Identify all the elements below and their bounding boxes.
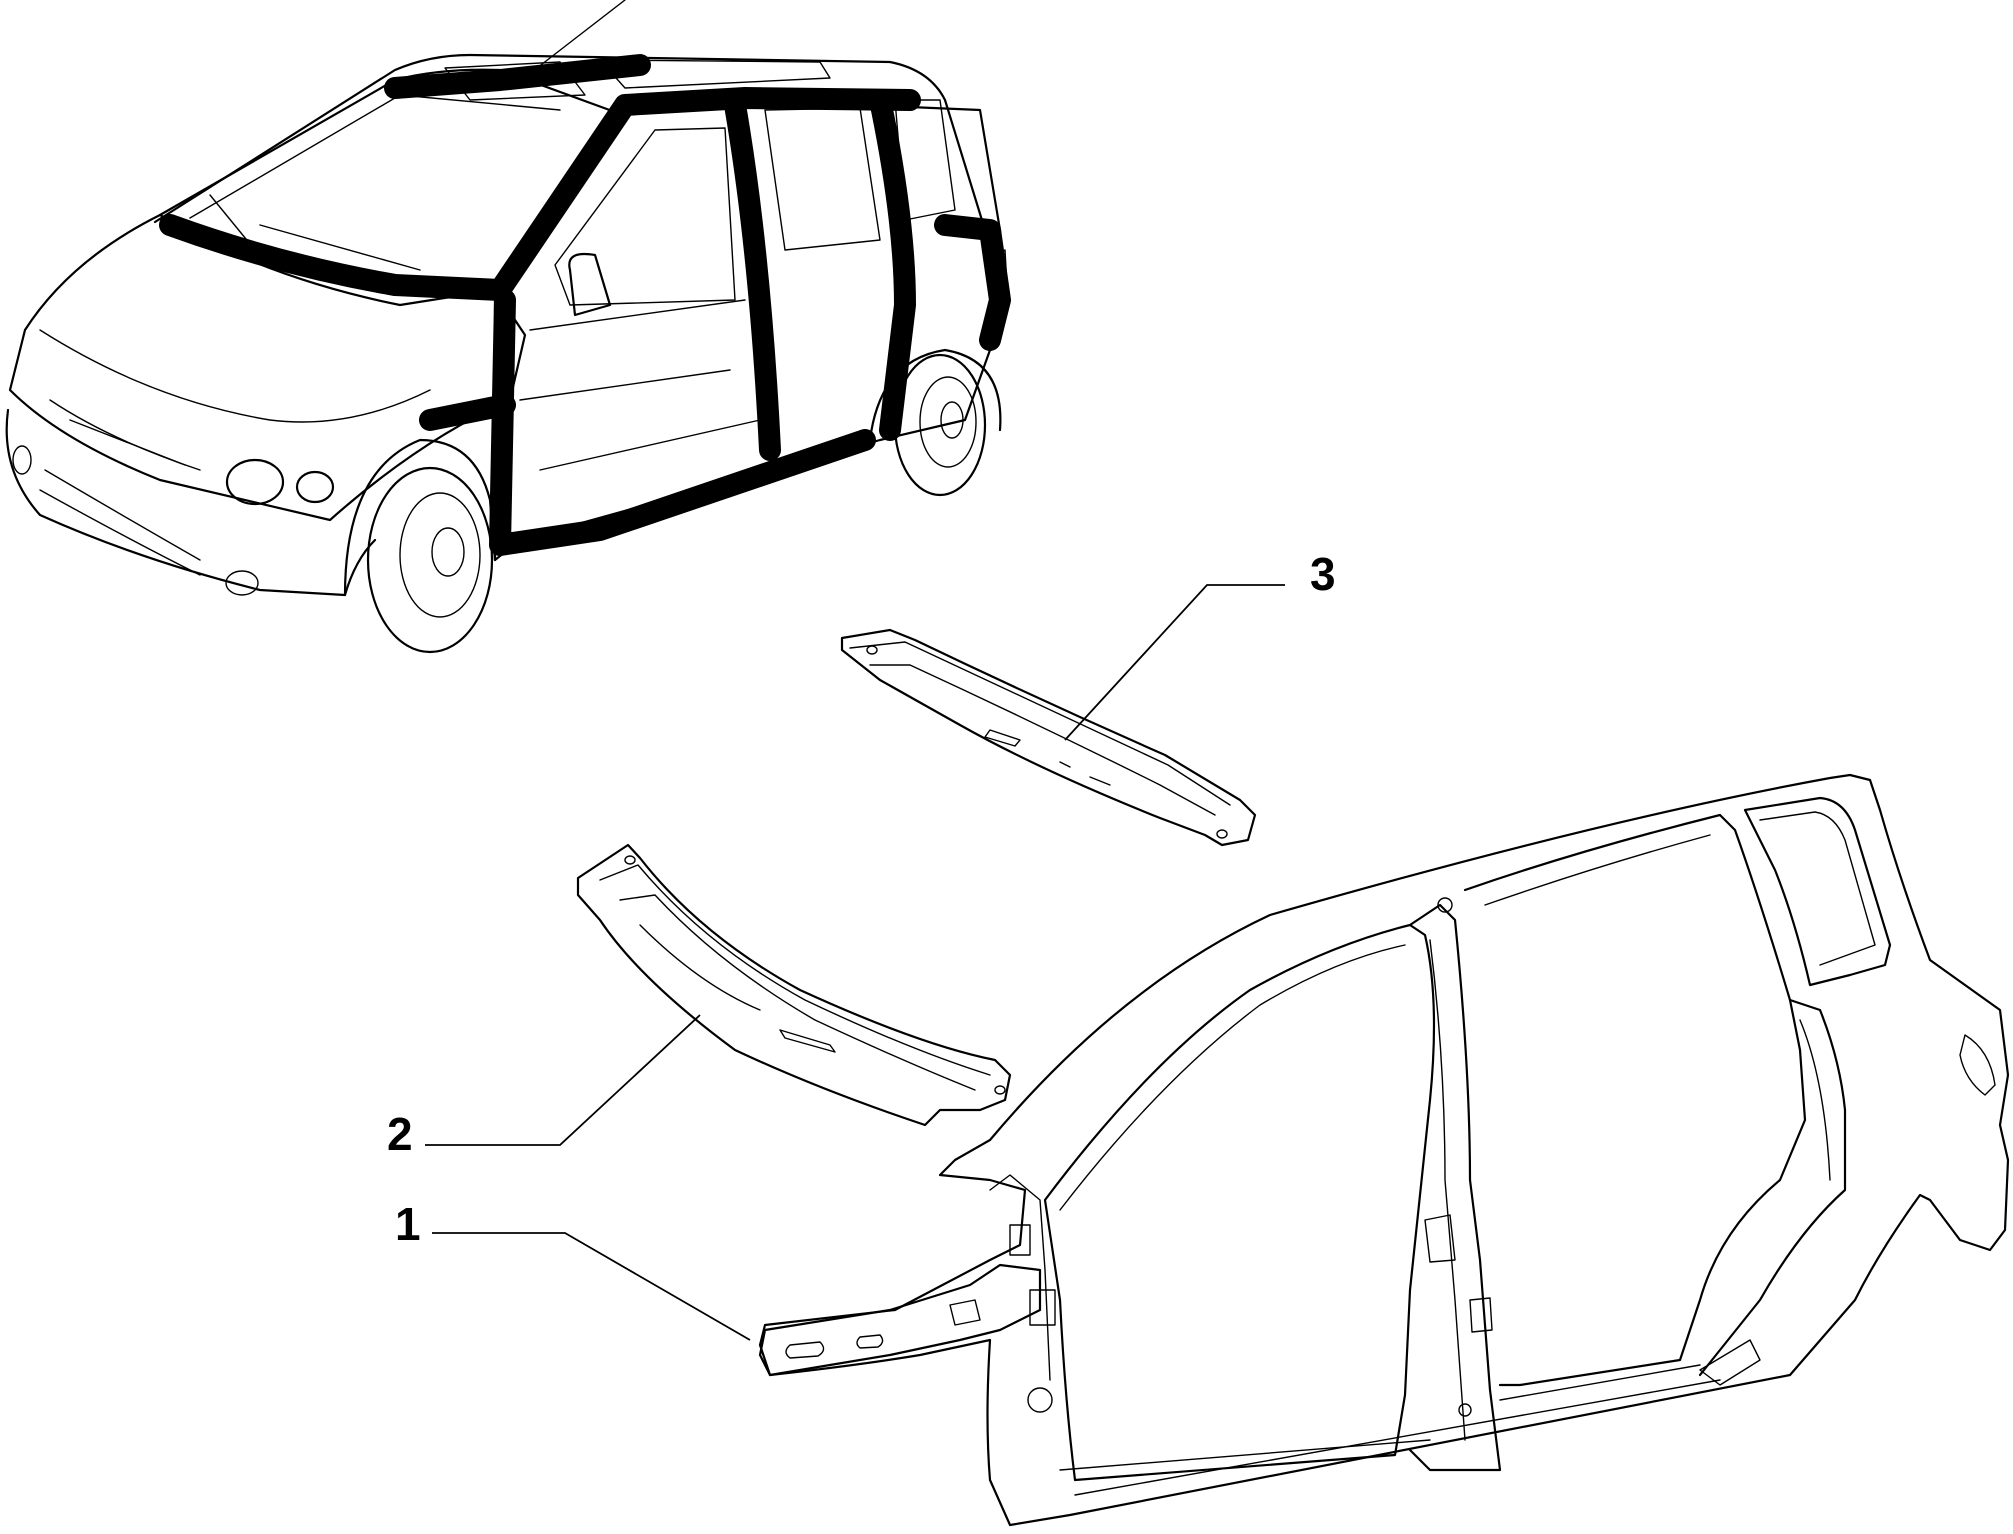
vehicle-overview <box>5 0 1011 654</box>
callout-number-3: 3 <box>1310 548 1336 600</box>
leader-line-1 <box>432 1232 751 1341</box>
callouts: 3 2 1 <box>387 548 1336 1341</box>
callout-number-2: 2 <box>387 1108 413 1160</box>
part-1-body-side <box>758 773 2010 1527</box>
leader-line-3 <box>1064 584 1285 741</box>
part-2-windshield-header <box>576 843 1012 1127</box>
callout-number-1: 1 <box>395 1198 421 1250</box>
part-3-roof-rail <box>840 628 1257 847</box>
leader-line-2 <box>425 1014 701 1146</box>
